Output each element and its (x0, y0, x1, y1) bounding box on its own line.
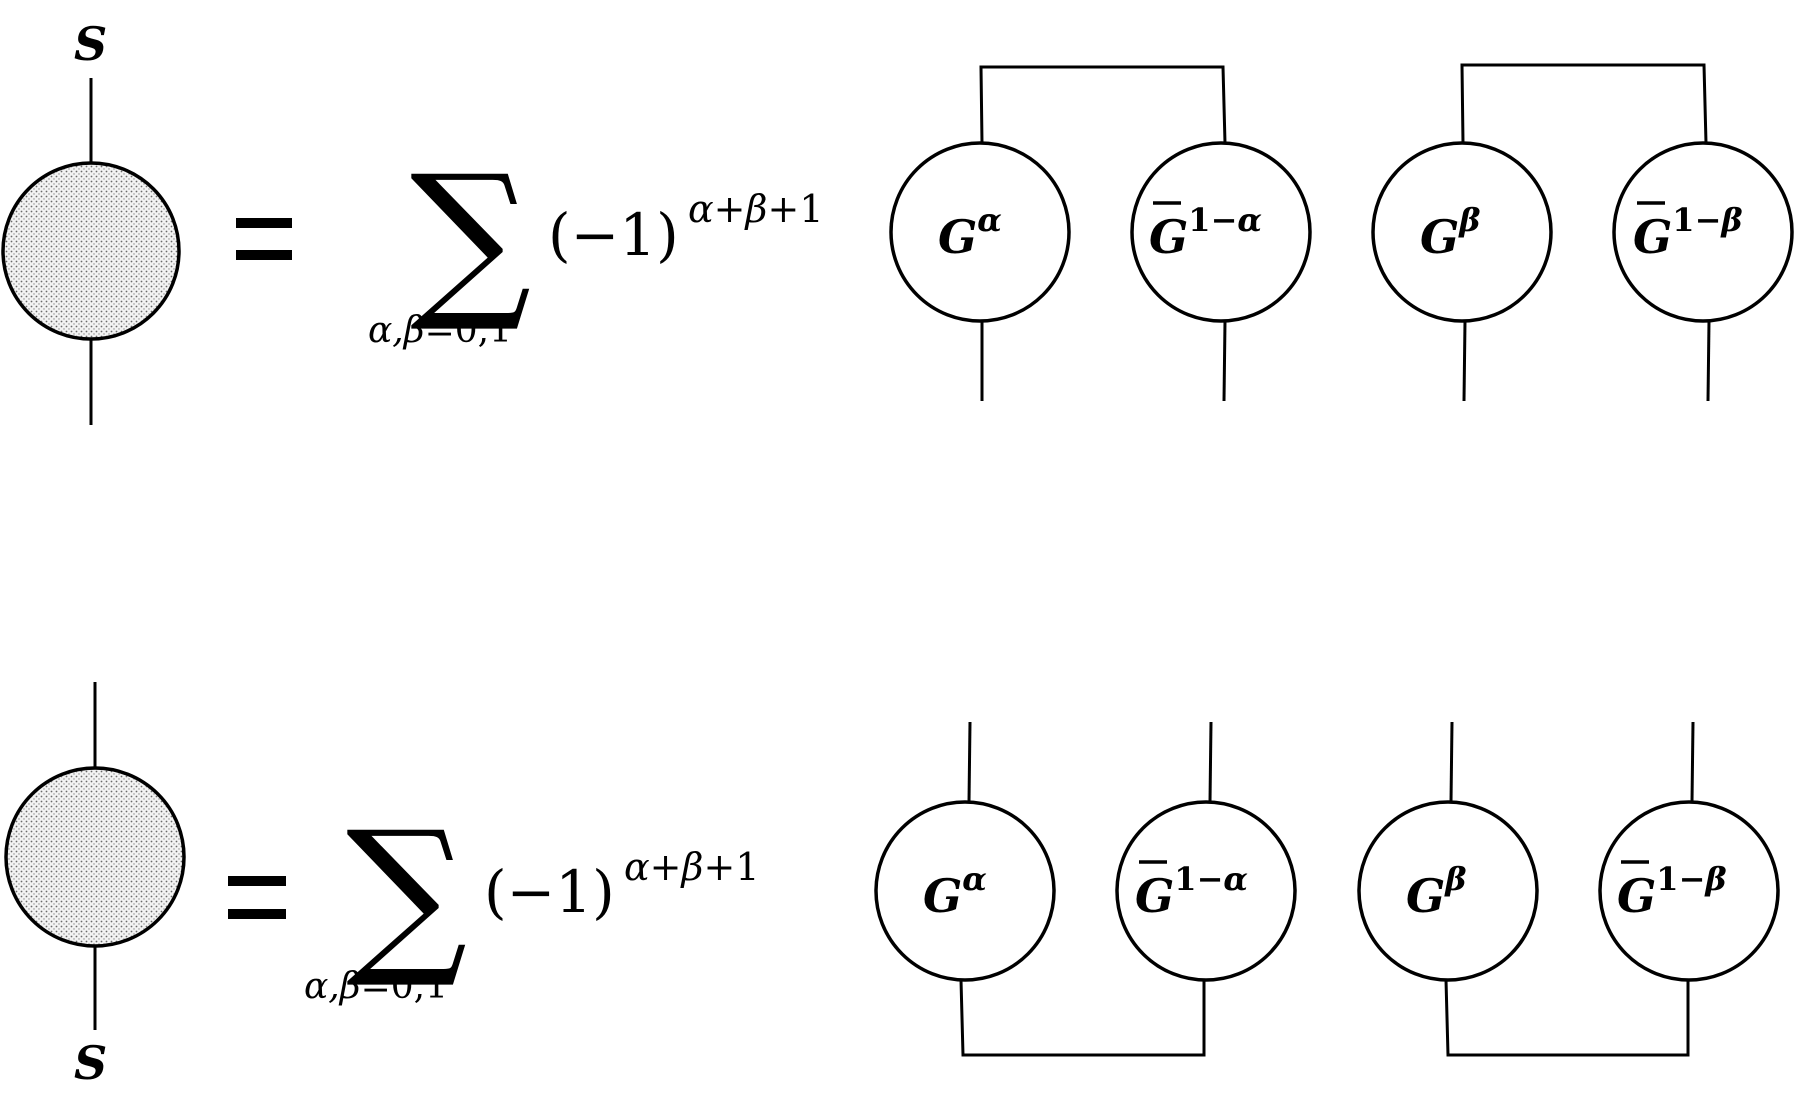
tensor-g-alpha-bottom (874, 800, 1056, 982)
label-gbar-1-beta-bottom: G1−β (1617, 860, 1727, 923)
label-gbar-1-alpha-top: G1−α (1149, 201, 1262, 264)
contraction-alpha-bottom (959, 979, 1206, 1057)
shaded-tensor-bottom (4, 766, 186, 948)
bottom-equation: S ∑ α,β=0,1 (−1) α+β+1 Gα G1−α Gβ G1−β (4, 682, 1780, 1090)
label-g-alpha-bottom: Gα (923, 860, 987, 923)
sign-base-top: (−1) (548, 201, 679, 269)
leg-gbar-beta-bottom-up (1690, 721, 1695, 803)
contraction-alpha-top (979, 65, 1227, 144)
leg-g-alpha-bottom-up (967, 721, 972, 803)
sign-exponent-top: α+β+1 (688, 187, 824, 231)
s-label-bottom: S (74, 1036, 107, 1090)
sum-index-values-top: =0,1 (425, 310, 512, 351)
leg-g-beta-top-down (1462, 320, 1467, 402)
sign-exponent-bottom: α+β+1 (624, 845, 760, 889)
equals-sign-bottom-bar2 (228, 909, 286, 919)
sum-index-bottom: α,β=0,1 (304, 966, 448, 1007)
label-gbar-1-alpha-bottom: G1−α (1135, 860, 1248, 923)
s-label-top: S (74, 17, 107, 71)
label-g-alpha-top: Gα (938, 201, 1002, 264)
label-g-beta-top: Gβ (1420, 201, 1481, 264)
leg-g-beta-bottom-up (1449, 721, 1454, 803)
leg-gbar-beta-top-down (1706, 320, 1711, 402)
sum-symbol-bottom: ∑ (346, 795, 467, 993)
sum-symbol-top: ∑ (410, 139, 531, 337)
equals-sign-top-bar2 (236, 250, 292, 260)
tensor-g-alpha-top (889, 141, 1071, 323)
equals-sign-top-bar1 (236, 218, 292, 228)
leg-gbar-alpha-top-down (1222, 320, 1227, 402)
sum-index-vars-top: α,β (368, 310, 425, 351)
sign-base-bottom: (−1) (484, 858, 615, 926)
tensor-g-beta-bottom (1357, 800, 1539, 982)
sum-index-vars-bottom: α,β (304, 966, 361, 1007)
tensor-gbar-1-alpha-bottom (1115, 800, 1297, 982)
leg-gbar-alpha-bottom-up (1208, 721, 1213, 803)
tensor-gbar-1-beta-top (1612, 141, 1794, 323)
equals-sign-bottom-bar1 (228, 876, 286, 886)
sum-index-top: α,β=0,1 (368, 310, 512, 351)
sum-index-values-bottom: =0,1 (361, 966, 448, 1007)
label-gbar-1-beta-top: G1−β (1633, 201, 1743, 264)
shaded-tensor-top (1, 161, 181, 341)
tensor-gbar-1-alpha-top (1130, 141, 1312, 323)
top-equation: S ∑ α,β=0,1 (−1) α+β+1 Gα G1−α Gβ G1−β (1, 17, 1794, 425)
label-g-beta-bottom: Gβ (1406, 860, 1467, 923)
contraction-beta-bottom (1444, 979, 1690, 1057)
contraction-beta-top (1460, 63, 1708, 144)
